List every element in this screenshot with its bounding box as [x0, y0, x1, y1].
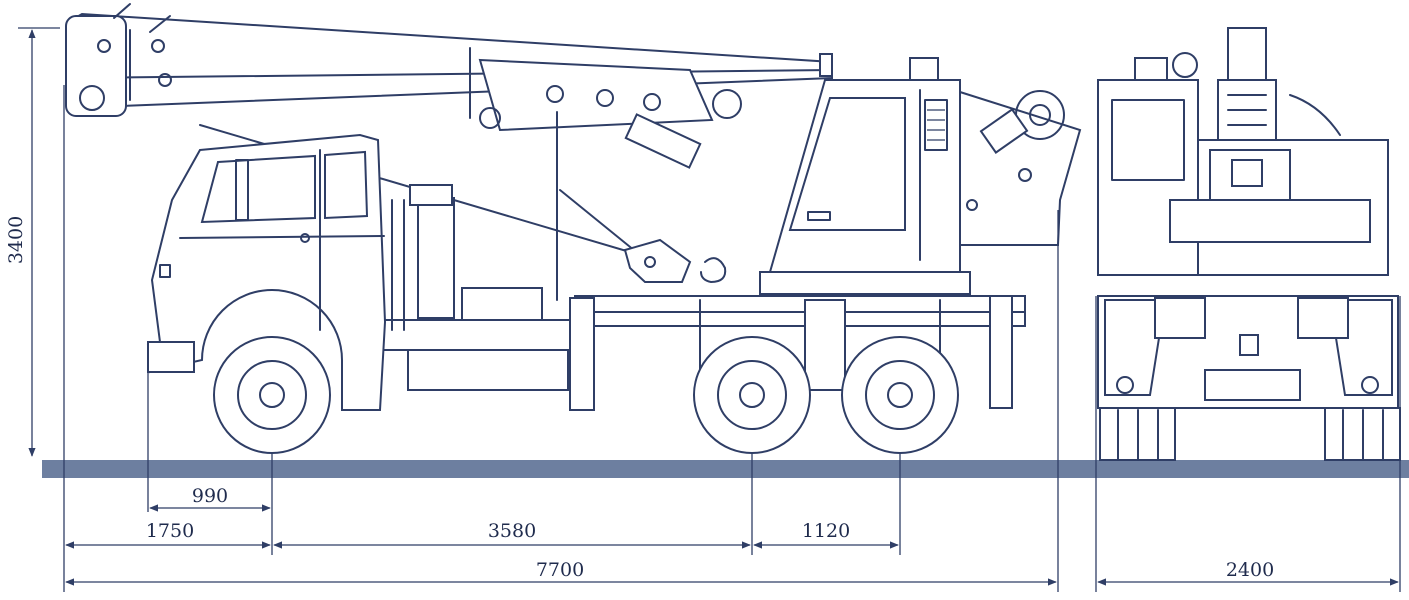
rear-wheel-2	[841, 336, 959, 454]
dim-1120-label: 1120	[802, 520, 850, 542]
boom-cylinder	[624, 113, 814, 225]
crane-cab	[768, 53, 1082, 273]
dim-7700-label: 7700	[536, 559, 584, 581]
rear-view	[1097, 27, 1401, 461]
front-wheel	[213, 336, 331, 454]
side-view	[65, 3, 1082, 454]
dim-3580-label: 3580	[488, 520, 536, 542]
dim-height-label: 3400	[5, 216, 27, 264]
dim-990-label: 990	[192, 485, 228, 507]
rear-wheel-1	[693, 336, 811, 454]
ground-line	[42, 460, 1409, 478]
dim-2400-label: 2400	[1226, 559, 1274, 581]
dim-1750-label: 1750	[146, 520, 194, 542]
truck-cab	[146, 133, 387, 411]
crane-boom	[65, 3, 833, 132]
dimension-lines	[18, 27, 1401, 592]
chassis-frame	[379, 184, 1026, 411]
